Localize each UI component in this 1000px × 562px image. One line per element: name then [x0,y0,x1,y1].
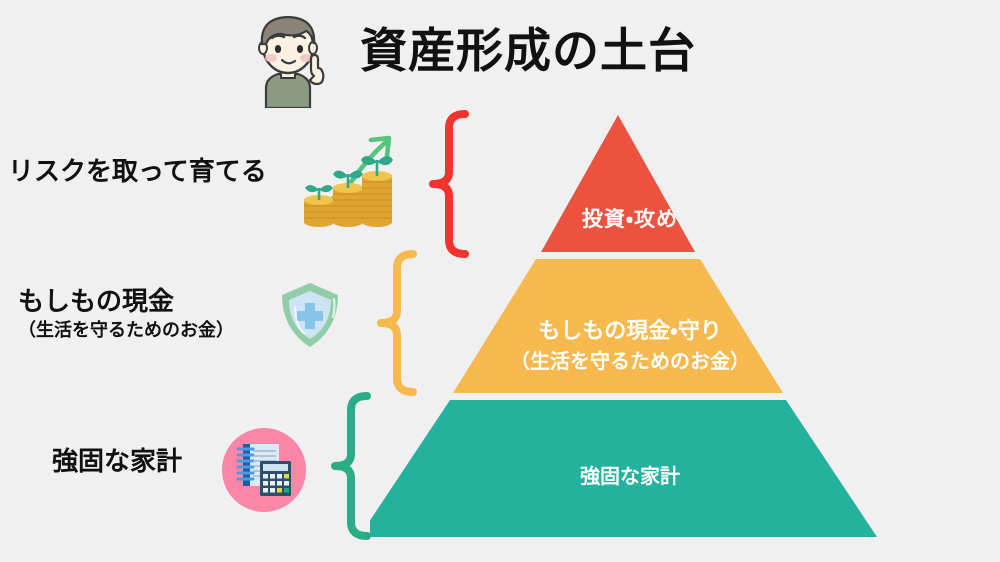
label-group-household: 強固な家計 [52,445,212,477]
pyramid-chart: 投資・攻め もしもの現金・守り （生活を守るためのお金） 強固な家計 [359,108,890,548]
pyramid-level-top-label: 投資・攻め [581,208,679,231]
curly-brace-icon-cash [372,248,424,398]
label-cash-sub: （生活を守るためのお金） [18,320,234,340]
label-group-cash: もしもの現金 （生活を守るためのお金） [18,285,268,343]
curly-brace-icon-investment [424,108,476,260]
pyramid-level-base-label: 強固な家計 [580,466,680,488]
pyramid-level-middle-sublabel: （生活を守るためのお金） [510,351,750,373]
page-title: 資産形成の土台 [360,24,696,77]
label-household-main: 強固な家計 [52,446,183,476]
label-group-grow: リスクを取って育てる [8,155,298,187]
header: 資産形成の土台 [236,4,796,110]
coin-stacks-growth-arrow-icon [292,126,404,238]
pyramid-level-middle-label: もしもの現金・守り [538,318,722,343]
curly-brace-icon-household [326,390,378,542]
person-pointing-up-icon [236,4,340,110]
label-grow-main: リスクを取って育てる [8,156,267,186]
pyramid-level-base-shape [359,400,877,537]
notebook-calculator-icon [222,428,306,512]
shield-cross-icon [272,277,348,353]
pyramid-level-top-shape [541,115,695,252]
label-cash-main: もしもの現金 [18,286,175,316]
pyramid-level-middle-shape [453,259,783,393]
